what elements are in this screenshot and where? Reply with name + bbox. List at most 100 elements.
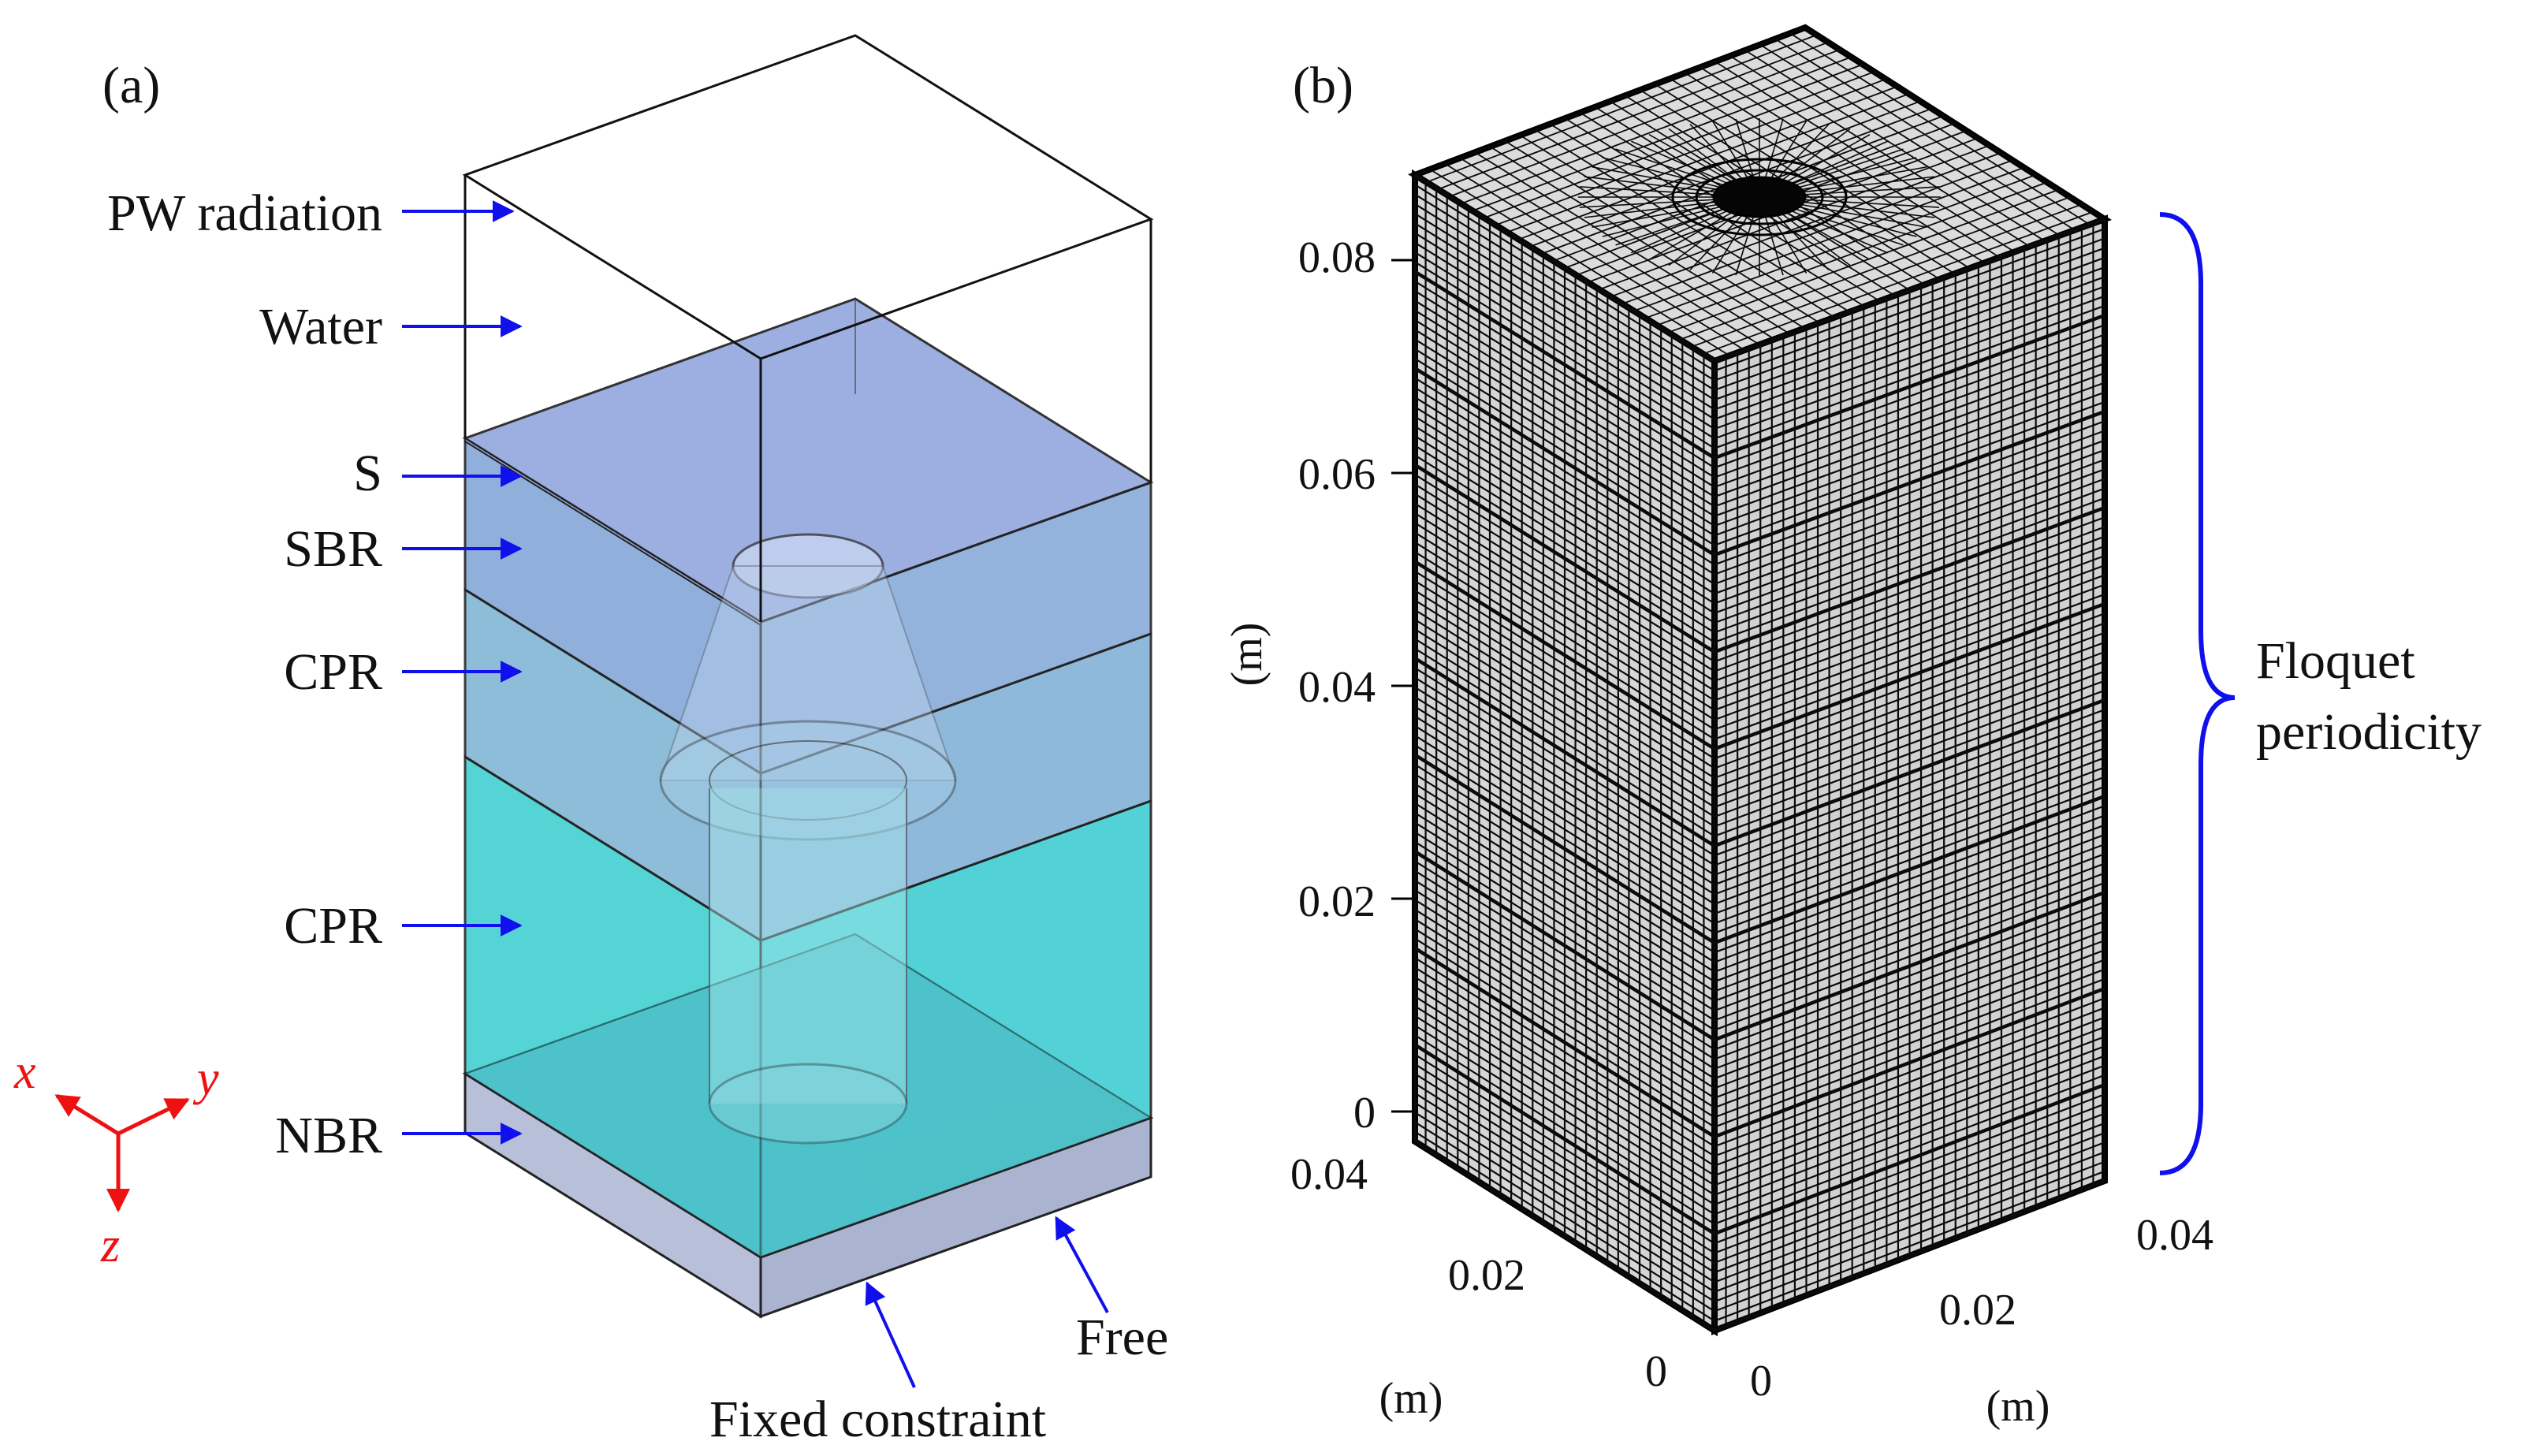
- mesh-line: [1714, 881, 2105, 1031]
- mesh-line: [1714, 680, 2105, 828]
- mesh-line: [1770, 120, 1808, 179]
- mesh-line: [1414, 203, 1715, 391]
- label-s: S: [353, 445, 382, 502]
- mesh-line: [1413, 1140, 1716, 1332]
- mesh-line: [1714, 929, 2105, 1080]
- right-axis-unit: (m): [1986, 1382, 2050, 1431]
- z-axis-unit: (m): [1223, 623, 1271, 687]
- mesh-line: [1414, 706, 1715, 896]
- lower-cpr-layer: [463, 754, 1153, 1260]
- mesh-line: [1414, 792, 1715, 983]
- mesh-line: [1714, 478, 2105, 624]
- mesh-line: [1414, 348, 1715, 537]
- panel-a-label: (a): [102, 57, 160, 114]
- mesh-line: [1414, 1112, 1715, 1303]
- mesh-line: [1414, 329, 1715, 517]
- mesh-line: [1714, 641, 2105, 789]
- mesh-line: [1711, 215, 1748, 274]
- mesh-line: [1801, 166, 1927, 191]
- mesh-line: [1414, 735, 1715, 925]
- z-tick-0: 0: [1353, 1089, 1376, 1138]
- mesh-line: [1714, 1122, 2105, 1274]
- axis-x-label: x: [13, 1045, 36, 1099]
- z-tick-0.04: 0.04: [1298, 663, 1376, 712]
- mesh-line: [1714, 285, 2105, 430]
- mesh-line: [1714, 535, 2105, 682]
- z-axis: 0.08 0.06 0.04 0.02 0 (m): [1223, 233, 1415, 1138]
- mesh-line: [1413, 657, 1716, 847]
- mesh-line: [1414, 1024, 1715, 1216]
- mesh-line: [1413, 560, 1716, 750]
- mesh-line: [1414, 377, 1715, 566]
- mesh-line: [1414, 531, 1715, 721]
- mesh-line: [1776, 214, 1830, 270]
- mesh-line: [1714, 487, 2105, 634]
- mesh-line: [1414, 686, 1715, 876]
- mesh-line: [1414, 937, 1715, 1128]
- mesh-line: [1714, 939, 2105, 1089]
- mesh-line: [1633, 166, 2025, 312]
- mesh-line: [1414, 773, 1715, 963]
- mesh-line: [1714, 583, 2105, 731]
- mesh-line: [1610, 152, 2001, 298]
- mesh-line: [1414, 579, 1715, 769]
- mesh-line: [1602, 206, 1720, 237]
- mesh-line: [1714, 977, 2105, 1128]
- mesh-line: [1714, 862, 2105, 1012]
- mesh-line: [1744, 50, 2046, 242]
- mesh-line: [1759, 43, 2061, 236]
- mesh-line: [1714, 910, 2105, 1060]
- mesh-line: [1584, 201, 1716, 218]
- mesh-line: [1714, 709, 2105, 857]
- mesh-line: [1714, 661, 2105, 808]
- layer-labels: PW radiation Water S SBR CPR CPR NBR: [107, 184, 523, 1164]
- mesh-line: [1413, 270, 1716, 460]
- mesh-line: [1799, 157, 1917, 188]
- mesh-line: [1615, 208, 1724, 246]
- mesh-line: [1414, 957, 1715, 1148]
- z-tick-0.06: 0.06: [1298, 450, 1376, 499]
- floquet-brace: Floquet periodicity: [2159, 212, 2481, 1175]
- mesh-line: [1714, 1026, 2105, 1177]
- mesh-line: [1714, 256, 2105, 401]
- mesh-line: [1714, 1160, 2105, 1313]
- mesh-line: [1414, 1092, 1715, 1283]
- mesh-line: [1795, 208, 1904, 246]
- mesh-line: [1685, 72, 1986, 264]
- mesh-line: [1656, 181, 2048, 326]
- mesh-line: [1714, 853, 2105, 1002]
- left-axis-unit: (m): [1379, 1374, 1443, 1423]
- mesh-line: [1579, 199, 1714, 208]
- mesh-line: [1414, 1005, 1715, 1196]
- mesh-line: [1714, 449, 2105, 595]
- mesh-line: [1413, 753, 1716, 944]
- mesh-line: [1714, 1141, 2105, 1293]
- scatterer: [659, 533, 957, 1145]
- mesh-line: [1714, 650, 2105, 799]
- mesh-line: [1414, 821, 1715, 1012]
- mesh-line: [1714, 814, 2105, 963]
- mesh-line: [1414, 966, 1715, 1157]
- mesh-line: [1414, 406, 1715, 595]
- right-tick-0.02: 0.02: [1939, 1286, 2016, 1335]
- mesh-line: [1714, 333, 2105, 479]
- mesh-line: [1714, 1170, 2105, 1322]
- mesh-line: [1414, 831, 1715, 1022]
- mesh-line: [1414, 261, 1715, 449]
- mesh-line: [1804, 199, 1940, 208]
- mesh-line: [1714, 313, 2105, 460]
- mesh-line: [1714, 362, 2105, 508]
- mesh-line: [1714, 901, 2105, 1051]
- mesh-line: [1644, 174, 2036, 319]
- mesh-line: [1579, 186, 1714, 195]
- label-cpr-lower: CPR: [284, 897, 382, 955]
- mesh-line: [1414, 1082, 1715, 1274]
- mesh-line: [1714, 718, 2105, 866]
- mesh-line: [1414, 908, 1715, 1099]
- mesh-line: [1689, 214, 1743, 270]
- mesh-line: [1689, 124, 1743, 180]
- mesh-line: [1414, 386, 1715, 575]
- mesh-line: [1714, 1016, 2105, 1167]
- mesh-line: [1414, 425, 1715, 614]
- mesh-line: [1668, 188, 2059, 333]
